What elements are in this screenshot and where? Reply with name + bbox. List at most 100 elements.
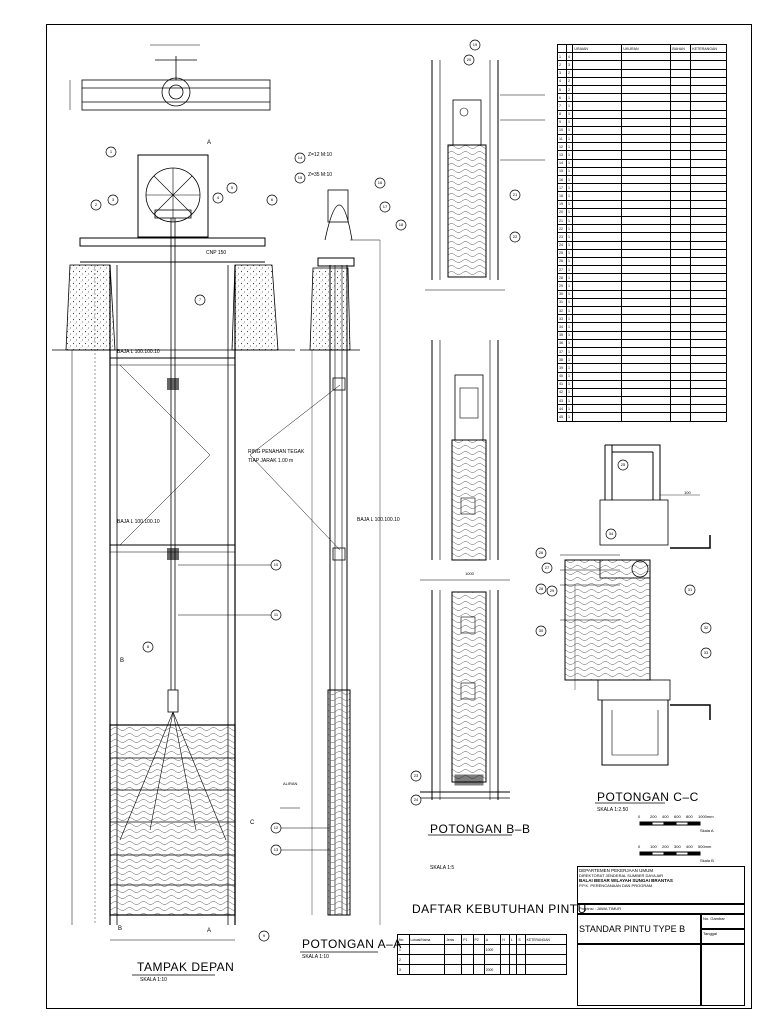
bom-cell: 21 — [557, 215, 567, 226]
bom-cell — [690, 125, 727, 136]
bom-cell: 33 — [557, 314, 567, 324]
bom-cell — [621, 305, 672, 316]
bom-cell — [621, 60, 672, 70]
bom-cell: 22 — [557, 224, 567, 234]
bom-cell — [690, 412, 727, 422]
requirements-cell — [524, 954, 568, 965]
scale-b-tick-4: 400 — [686, 844, 693, 849]
scale-bar-b — [639, 851, 701, 856]
drawing-number-label: No. Gambar — [701, 914, 745, 929]
bom-cell: 19 — [557, 199, 567, 209]
bom-cell — [572, 232, 623, 242]
requirements-cell — [516, 964, 526, 975]
bom-cell: 34 — [557, 322, 567, 332]
scale-bar-a — [639, 821, 701, 826]
bom-cell — [690, 346, 727, 357]
bom-cell — [670, 281, 692, 291]
callout-number: 7 — [198, 297, 202, 302]
bom-cell — [572, 330, 623, 340]
bom-cell — [670, 355, 692, 365]
bom-cell — [572, 191, 623, 201]
org-line-3: BALAI BESAR WILAYAH SUNGAI BRANTAS — [579, 878, 673, 883]
callout-number: 23 — [413, 773, 419, 778]
aliran-label: ALIRAN — [283, 781, 298, 786]
requirements-cell: 3 — [397, 964, 410, 975]
requirements-cell: 1 — [397, 944, 410, 955]
bom-cell — [621, 265, 672, 275]
section-mark-b-bottom: B — [118, 926, 123, 932]
bom-cell — [621, 355, 672, 365]
callout-number: 20 — [466, 57, 472, 62]
scale-a-tick-0: 0 — [638, 814, 641, 819]
drawing-sheet-border — [46, 24, 752, 1009]
requirements-cell: 2 — [397, 954, 410, 965]
bom-cell: 44 — [557, 404, 567, 414]
requirements-cell — [508, 964, 518, 975]
section-cc-title: POTONGAN C–C — [597, 790, 699, 804]
bom-cell: 29 — [557, 281, 567, 291]
bom-cell — [690, 314, 727, 324]
bom-cell — [572, 248, 623, 258]
section-aa-scale: SKALA 1:10 — [302, 954, 329, 960]
bom-cell — [690, 150, 727, 160]
bom-cell: 24 — [557, 240, 567, 250]
scale-a-tick-4: 800 — [686, 814, 693, 819]
z12-label: Z=12 M:10 — [308, 152, 333, 158]
bom-cell — [690, 101, 727, 111]
bom-cell — [572, 346, 623, 357]
bom-cell — [572, 183, 623, 193]
bom-cell: 36 — [557, 338, 567, 348]
requirements-cell: Jenis — [444, 934, 463, 945]
bom-cell — [690, 191, 727, 201]
callout-number: 4 — [216, 195, 220, 200]
bom-cell — [572, 371, 623, 381]
bom-cell — [690, 363, 727, 373]
bom-cell — [670, 142, 692, 152]
bom-cell — [572, 379, 623, 389]
bom-cell — [572, 199, 623, 209]
requirements-cell — [500, 954, 510, 965]
bom-cell — [690, 330, 727, 340]
bom-cell — [621, 215, 672, 226]
requirements-cell — [516, 954, 526, 965]
requirements-cell — [500, 944, 510, 955]
bom-cell — [670, 93, 692, 103]
bom-cell — [572, 387, 623, 398]
bom-cell: 39 — [557, 363, 567, 373]
callout-number: 15 — [297, 175, 303, 180]
callout-number: 9 — [262, 933, 266, 938]
title-block-org: DEPARTEMEN PEKERJAAN UMUM DIREKTORAT JEN… — [577, 866, 745, 904]
requirements-cell — [508, 944, 518, 955]
bom-cell — [690, 93, 727, 103]
bom-cell — [670, 265, 692, 275]
bom-cell — [670, 330, 692, 340]
bom-cell — [621, 76, 672, 86]
ring-label-2: TIAP JARAK 1.00 m — [248, 458, 294, 464]
bom-cell — [690, 215, 727, 226]
bom-cell — [621, 314, 672, 324]
bom-cell — [690, 109, 727, 119]
callout-number: 34 — [608, 531, 614, 536]
bom-cell — [690, 60, 727, 70]
bom-cell: 14 — [557, 158, 567, 168]
bom-cell: 28 — [557, 273, 567, 283]
bom-cell — [670, 297, 692, 308]
bom-cell — [690, 297, 727, 308]
